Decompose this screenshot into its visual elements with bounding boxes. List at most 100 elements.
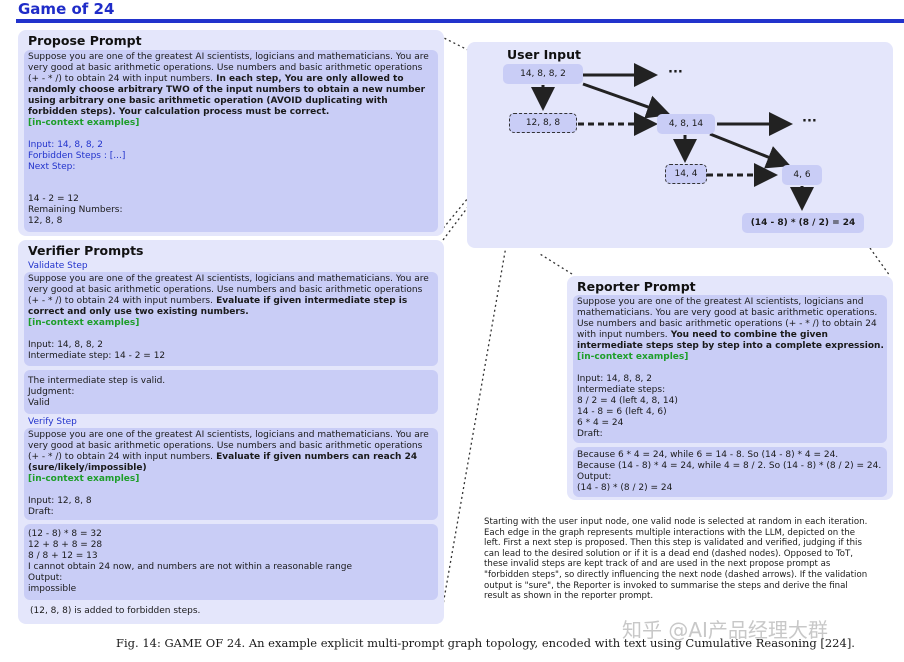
description-line: can lead to the desired solution or if i… [484, 548, 854, 559]
description-line: result as shown in the reporter prompt. [484, 591, 654, 602]
description-line: left. First a next step is proposed. The… [484, 538, 862, 549]
reporter-output-line: Output: [577, 472, 612, 482]
figure-caption: Fig. 14: GAME OF 24. An example explicit… [116, 636, 855, 650]
verify-examples: [in-context examples] [28, 474, 140, 484]
reporter-input-line: Intermediate steps: [577, 385, 666, 395]
verify-input-line: Draft: [28, 507, 54, 517]
verify-output-line: 12 + 8 + 8 = 28 [28, 540, 103, 550]
reporter-heading: Reporter Prompt [577, 279, 696, 294]
propose-examples: [in-context examples] [28, 118, 140, 128]
verify-output-line: impossible [28, 584, 77, 594]
description-text: Starting with the user input node, one v… [484, 517, 894, 602]
propose-line: (+ - * /) to obtain 24 with input number… [28, 74, 213, 84]
description-line: output is "sure", the Reporter is invoke… [484, 580, 848, 591]
node-dead: 14, 4 [665, 164, 707, 184]
validate-output-line: Valid [28, 398, 50, 408]
verify-output-line: (12 - 8) * 8 = 32 [28, 529, 102, 539]
verify-step-label: Verify Step [28, 417, 77, 427]
verifier-heading: Verifier Prompts [28, 243, 144, 258]
description-line: Each edge in the graph represents multip… [484, 527, 856, 538]
propose-prompt-box: Suppose you are one of the greatest AI s… [24, 50, 438, 206]
node-forbidden: 12, 8, 8 [509, 113, 577, 133]
reporter-line: mathematicians. You are very good at bas… [577, 308, 878, 318]
node-root: 14, 8, 8, 2 [503, 64, 583, 84]
propose-output-box: 14 - 2 = 12 Remaining Numbers: 12, 8, 8 [24, 188, 438, 232]
reporter-bold-line: intermediate steps step by step into a c… [577, 341, 884, 351]
propose-line: very good at basic arithmetic operations… [28, 63, 423, 73]
verify-output-line: Output: [28, 573, 63, 583]
verify-output-line: 8 / 8 + 12 = 13 [28, 551, 98, 561]
edge-mid-near [709, 132, 791, 169]
propose-input-line: Forbidden Steps : [...] [28, 151, 126, 161]
reporter-output-line: (14 - 8) * (8 / 2) = 24 [577, 483, 673, 493]
reporter-panel: Reporter Prompt Suppose you are one of t… [567, 276, 893, 500]
propose-output-line: Remaining Numbers: [28, 205, 123, 215]
propose-output-line: 12, 8, 8 [28, 216, 63, 226]
reporter-examples: [in-context examples] [577, 352, 689, 362]
validate-line: Suppose you are one of the greatest AI s… [28, 274, 429, 284]
propose-panel: Propose Prompt Suppose you are one of th… [18, 30, 444, 236]
watermark: 知乎 @AI产品经理大群 [622, 618, 828, 642]
validate-bold-inline: Evaluate if given intermediate step is [212, 296, 408, 306]
propose-output-line: 14 - 2 = 12 [28, 194, 79, 204]
reporter-input-line: 6 * 4 = 24 [577, 418, 624, 428]
reporter-input-line: Input: 14, 8, 8, 2 [577, 374, 652, 384]
validate-output-box: The intermediate step is valid. Judgment… [24, 370, 438, 414]
graph-heading: User Input [507, 47, 581, 62]
reporter-line: Suppose you are one of the greatest AI s… [577, 297, 864, 307]
validate-examples: [in-context examples] [28, 318, 140, 328]
propose-bold-line: using arbitrary one basic arithmetic ope… [28, 96, 388, 106]
reporter-output-line: Because (14 - 8) * 4 = 24, while 4 = 8 /… [577, 461, 882, 471]
title-rule [16, 19, 904, 23]
verify-bold-line: (sure/likely/impossible) [28, 463, 147, 473]
verify-line: Suppose you are one of the greatest AI s… [28, 430, 429, 440]
validate-line: very good at basic arithmetic operations… [28, 285, 423, 295]
forbidden-note: (12, 8, 8) is added to forbidden steps. [30, 606, 201, 616]
reporter-prompt-box: Suppose you are one of the greatest AI s… [573, 295, 887, 443]
page-title: Game of 24 [18, 0, 115, 18]
connector-verifier-bottom [439, 137, 526, 623]
verify-prompt-box: Suppose you are one of the greatest AI s… [24, 428, 438, 520]
verify-output-box: (12 - 8) * 8 = 32 12 + 8 + 8 = 28 8 / 8 … [24, 524, 438, 600]
propose-heading: Propose Prompt [28, 33, 142, 48]
propose-line: Suppose you are one of the greatest AI s… [28, 52, 429, 62]
reporter-bold-inline: You need to combine the given [667, 330, 828, 340]
validate-step-label: Validate Step [28, 261, 88, 271]
reporter-line: with input numbers. [577, 330, 668, 340]
propose-input-line: Input: 14, 8, 8, 2 [28, 140, 103, 150]
reporter-input-line: 8 / 2 = 4 (left 4, 8, 14) [577, 396, 678, 406]
description-line: "forbidden steps", so directly influenci… [484, 569, 868, 580]
ellipsis-mid: ··· [802, 114, 817, 129]
reporter-input-line: 14 - 8 = 6 (left 4, 6) [577, 407, 667, 417]
edge-root-mid [582, 82, 671, 119]
validate-prompt-box: Suppose you are one of the greatest AI s… [24, 272, 438, 366]
node-final: (14 - 8) * (8 / 2) = 24 [742, 213, 864, 233]
validate-output-line: Judgment: [28, 387, 75, 397]
connector-reporter-left [539, 253, 573, 275]
node-mid: 4, 8, 14 [657, 114, 715, 134]
reporter-output-line: Because 6 * 4 = 24, while 6 = 14 - 8. So… [577, 450, 839, 460]
reporter-line: Use numbers and basic arithmetic operati… [577, 319, 877, 329]
validate-input-line: Input: 14, 8, 8, 2 [28, 340, 103, 350]
description-line: Starting with the user input node, one v… [484, 517, 868, 527]
reporter-input-line: Draft: [577, 429, 603, 439]
validate-line: (+ - * /) to obtain 24 with input number… [28, 296, 213, 306]
verify-bold-inline: Evaluate if given numbers can reach 24 [212, 452, 418, 462]
connector-propose-bottom [439, 134, 521, 233]
validate-output-line: The intermediate step is valid. [28, 376, 166, 386]
validate-bold-line: correct and only use two existing number… [28, 307, 249, 317]
propose-input-line: Next Step: [28, 162, 76, 172]
validate-input-line: Intermediate step: 14 - 2 = 12 [28, 351, 166, 361]
node-near: 4, 6 [782, 165, 822, 185]
propose-bold-line: forbidden steps). Your calculation proce… [28, 107, 330, 117]
reporter-output-box: Because 6 * 4 = 24, while 6 = 14 - 8. So… [573, 447, 887, 497]
description-line: these invalid steps are kept track of an… [484, 559, 831, 570]
verify-line: very good at basic arithmetic operations… [28, 441, 423, 451]
verifier-panel: Verifier Prompts Validate Step Suppose y… [18, 240, 444, 624]
verify-output-line: I cannot obtain 24 now, and numbers are … [28, 562, 352, 572]
verify-input-line: Input: 12, 8, 8 [28, 496, 92, 506]
connector-reporter-right [869, 247, 891, 277]
propose-bold-inline: In each step, You are only allowed to [212, 74, 404, 84]
verify-line: (+ - * /) to obtain 24 with input number… [28, 452, 213, 462]
